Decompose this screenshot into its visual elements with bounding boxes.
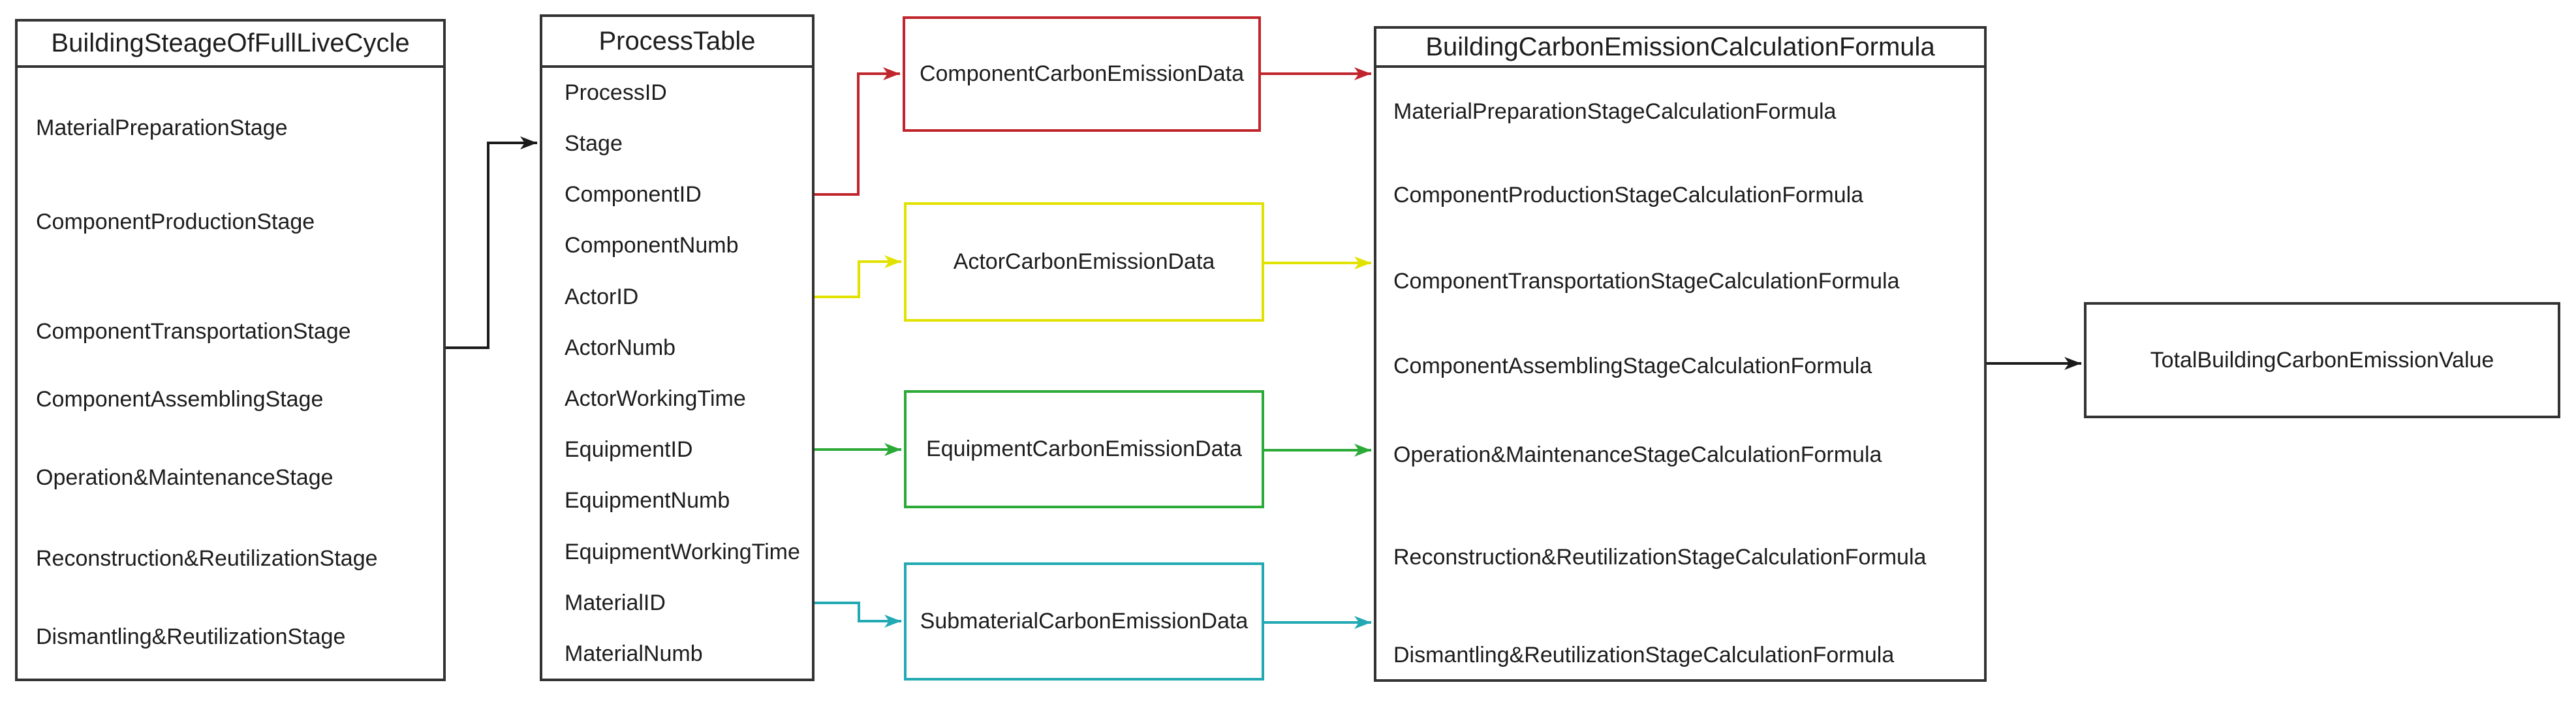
process-field: MaterialID — [565, 590, 666, 615]
process-field: EquipmentID — [565, 437, 693, 462]
connector-componentid-to-componentdata — [815, 67, 900, 196]
building-stage-list-node: BuildingSteageOfFullLiveCycle MaterialPr… — [15, 19, 446, 681]
connector-stagelist-to-processtable — [446, 136, 537, 349]
formula-item: Dismantling&ReutilizationStageCalculatio… — [1393, 643, 1895, 667]
stage-item: ComponentProductionStage — [36, 209, 315, 234]
stage-item: Operation&MaintenanceStage — [36, 465, 334, 490]
process-field: EquipmentNumb — [565, 488, 730, 513]
stage-item: MaterialPreparationStage — [36, 115, 288, 140]
submaterial-emission-data-node: SubmaterialCarbonEmissionData — [904, 562, 1264, 681]
formula-table-node: BuildingCarbonEmissionCalculationFormula… — [1374, 26, 1987, 682]
process-table-title: ProcessTable — [542, 17, 812, 68]
equipment-emission-data-node: EquipmentCarbonEmissionData — [904, 390, 1264, 508]
building-stage-list-title: BuildingSteageOfFullLiveCycle — [18, 22, 443, 68]
process-field: ComponentID — [565, 182, 702, 207]
component-emission-data-label: ComponentCarbonEmissionData — [919, 61, 1245, 86]
stage-item: Dismantling&ReutilizationStage — [36, 624, 346, 649]
formula-item: ComponentAssemblingStageCalculationFormu… — [1393, 354, 1872, 378]
connector-actorid-to-actordata — [815, 255, 901, 298]
formula-item: Operation&MaintenanceStageCalculationFor… — [1393, 442, 1882, 467]
formula-item: ComponentTransportationStageCalculationF… — [1393, 269, 1900, 294]
formula-item: MaterialPreparationStageCalculationFormu… — [1393, 99, 1837, 124]
process-field: MaterialNumb — [565, 641, 703, 666]
process-field: EquipmentWorkingTime — [565, 540, 800, 564]
submaterial-emission-data-label: SubmaterialCarbonEmissionData — [920, 609, 1249, 634]
total-emission-value-node: TotalBuildingCarbonEmissionValue — [2084, 302, 2560, 418]
process-field: ActorWorkingTime — [565, 386, 746, 411]
stage-item: Reconstruction&ReutilizationStage — [36, 546, 378, 571]
formula-item: ComponentProductionStageCalculationFormu… — [1393, 183, 1864, 207]
stage-item: ComponentAssemblingStage — [36, 387, 324, 412]
process-field: Stage — [565, 131, 623, 156]
total-emission-value-label: TotalBuildingCarbonEmissionValue — [2150, 347, 2494, 373]
stage-item: ComponentTransportationStage — [36, 319, 351, 344]
process-field: ActorID — [565, 284, 639, 309]
process-field: ComponentNumb — [565, 233, 739, 258]
formula-table-title: BuildingCarbonEmissionCalculationFormula — [1376, 29, 1984, 68]
connector-materialid-to-submaterialdata — [815, 602, 901, 628]
formula-item: Reconstruction&ReutilizationStageCalcula… — [1393, 545, 1927, 570]
equipment-emission-data-label: EquipmentCarbonEmissionData — [926, 436, 1242, 461]
process-field: ActorNumb — [565, 335, 676, 360]
actor-emission-data-node: ActorCarbonEmissionData — [904, 202, 1264, 322]
process-table-node: ProcessTable ProcessID Stage ComponentID… — [540, 14, 815, 681]
component-emission-data-node: ComponentCarbonEmissionData — [903, 16, 1261, 132]
actor-emission-data-label: ActorCarbonEmissionData — [953, 249, 1215, 274]
process-field: ProcessID — [565, 80, 667, 105]
